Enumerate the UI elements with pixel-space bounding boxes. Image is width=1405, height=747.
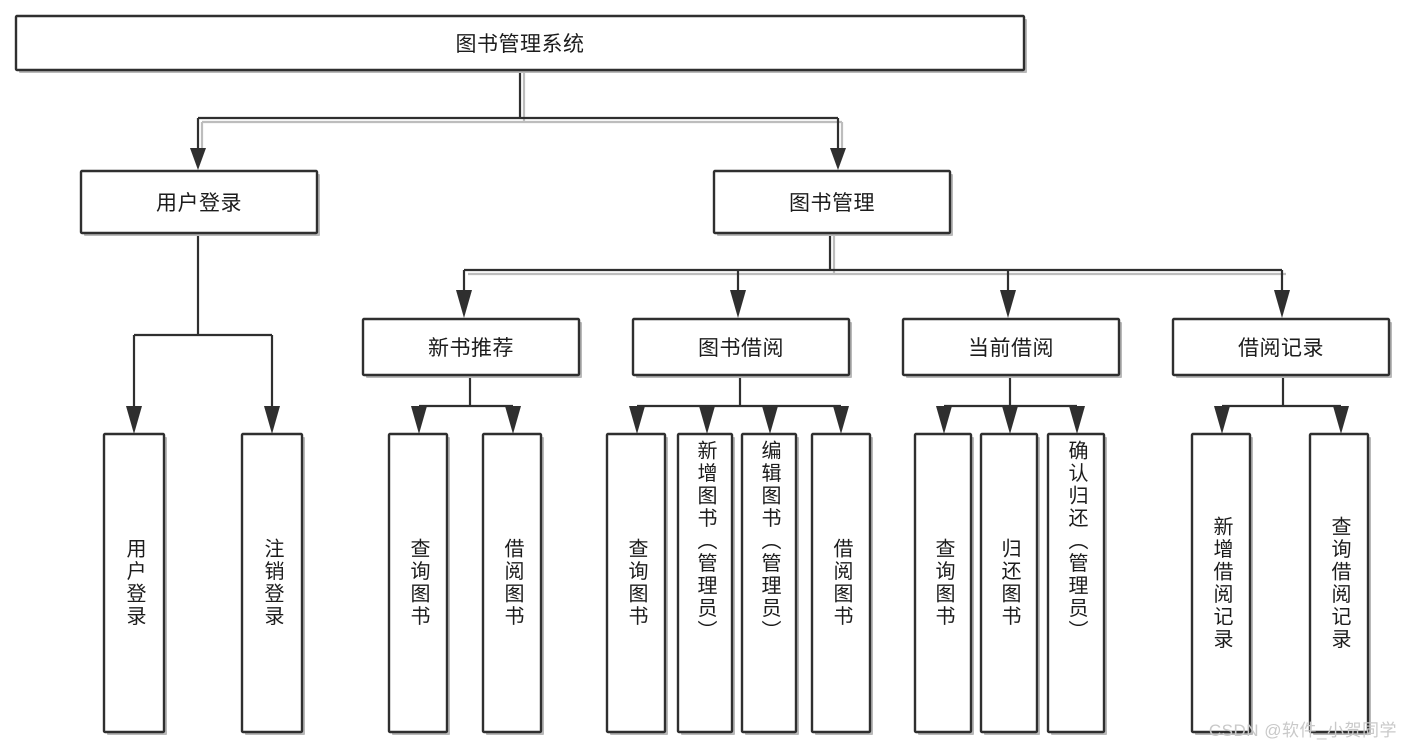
arrow-to-leaf-query-record [1333, 406, 1349, 434]
node-borrow-record[interactable] [1171, 317, 1391, 377]
arrow-to-leaf-query-book-1 [411, 406, 427, 434]
arrow-to-leaf-query-book-3 [936, 406, 952, 434]
connectors [126, 69, 1349, 434]
arrow-to-user-login [190, 148, 206, 170]
arrow-to-leaf-borrow-book-2 [833, 406, 849, 434]
node-leaf-user-login[interactable] [102, 432, 166, 734]
node-new-book-rec[interactable] [361, 317, 581, 377]
node-leaf-query-record[interactable] [1308, 432, 1370, 734]
node-leaf-borrow-book-2[interactable] [810, 432, 872, 734]
node-user-login[interactable] [79, 169, 319, 235]
node-leaf-confirm-return[interactable] [1046, 432, 1106, 734]
connector-borrowrecord-to-leaves [1222, 375, 1341, 408]
arrow-to-leaf-confirm-return [1069, 406, 1085, 434]
arrow-to-book-borrow [730, 290, 746, 318]
node-leaf-return-book[interactable] [979, 432, 1039, 734]
node-book-manage[interactable] [712, 169, 952, 235]
connector-bookmanage-to-level3 [462, 232, 1284, 292]
arrow-to-leaf-borrow-book-1 [505, 406, 521, 434]
arrow-to-leaf-logout [264, 406, 280, 434]
node-leaf-add-book[interactable] [676, 432, 734, 734]
arrow-to-leaf-add-book [699, 406, 715, 434]
connector-currentborrow-to-leaves [944, 375, 1077, 408]
nodes [14, 14, 1392, 735]
arrow-to-current-borrow [1000, 290, 1016, 318]
connector-root-to-level2 [196, 69, 840, 150]
connector-newbookrec-to-leaves [417, 375, 515, 408]
node-book-borrow[interactable] [631, 317, 851, 377]
node-leaf-add-record[interactable] [1190, 432, 1252, 734]
node-leaf-edit-book[interactable] [740, 432, 798, 734]
arrow-to-leaf-return-book [1002, 406, 1018, 434]
node-root[interactable] [14, 14, 1026, 72]
arrow-to-leaf-query-book-2 [629, 406, 645, 434]
node-leaf-borrow-book-1[interactable] [481, 432, 543, 734]
arrow-to-new-book-rec [456, 290, 472, 318]
node-leaf-logout[interactable] [240, 432, 304, 734]
node-leaf-query-book-1[interactable] [387, 432, 449, 734]
connector-userlogin-to-leaves [132, 232, 274, 408]
arrow-to-leaf-edit-book [762, 406, 778, 434]
arrow-to-leaf-user-login [126, 406, 142, 434]
arrow-to-borrow-record [1274, 290, 1290, 318]
arrow-to-book-manage [830, 148, 846, 170]
csdn-watermark: CSDN @软件_小贺同学 [1208, 721, 1397, 740]
arrow-to-leaf-add-record [1214, 406, 1230, 434]
node-leaf-query-book-2[interactable] [605, 432, 667, 734]
connector-bookborrow-to-leaves [637, 375, 841, 408]
node-leaf-query-book-3[interactable] [913, 432, 973, 734]
node-current-borrow[interactable] [901, 317, 1121, 377]
